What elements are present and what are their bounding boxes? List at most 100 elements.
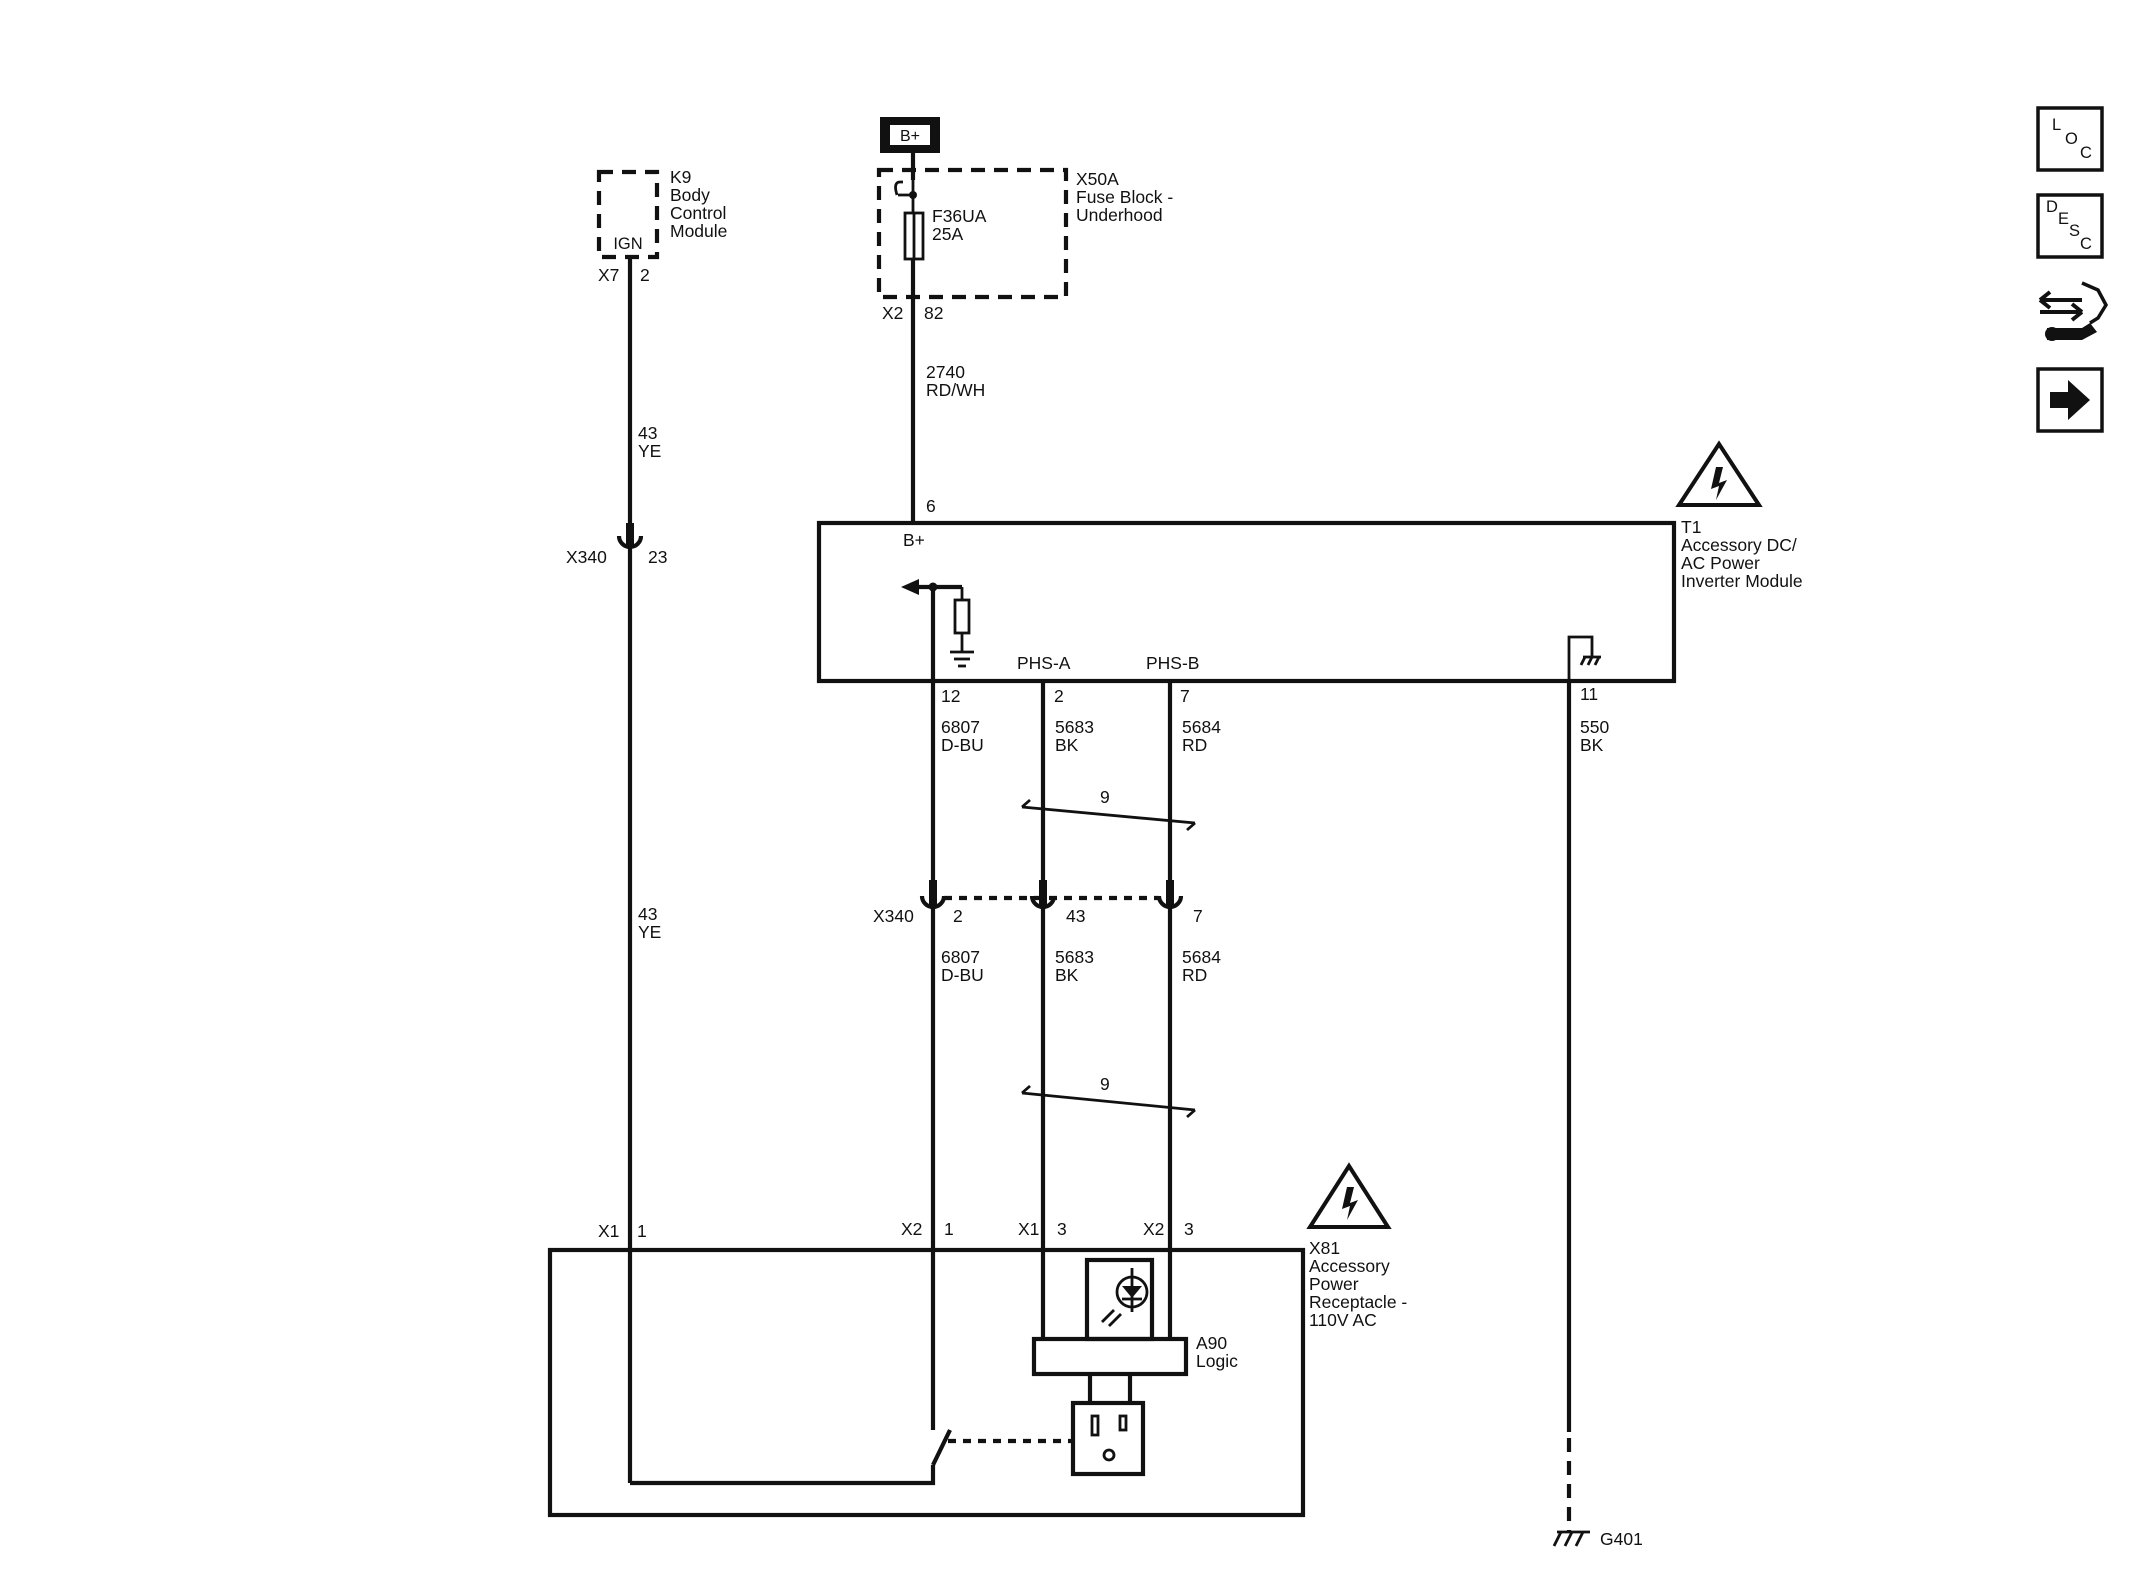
wire-6807-color-lower: D-BU — [941, 965, 984, 985]
inverter-id: T1 — [1681, 517, 1701, 537]
fuse-block-pin: 82 — [924, 303, 943, 323]
location-icon-l2: O — [2065, 130, 2078, 148]
x340-label-lower: X340 — [873, 906, 914, 926]
fuse-block-id: X50A — [1076, 169, 1119, 189]
logic-module-a90 — [1031, 1336, 1189, 1377]
wire-43-color-upper: YE — [638, 441, 661, 461]
location-button[interactable]: L O C — [2036, 106, 2104, 172]
wire-43-circuit-upper: 43 — [638, 423, 657, 443]
receptacle-conn-phs-a: X1 — [1018, 1219, 1039, 1239]
wire-550-color: BK — [1580, 735, 1604, 755]
connector-repair-icon — [2038, 281, 2109, 341]
wire-5684-color-lower: RD — [1182, 965, 1207, 985]
twist-label-upper: 9 — [1100, 787, 1110, 807]
chassis-ground-tick-2 — [1586, 656, 1594, 666]
inverter-t1: 6 B+ PHS-A PHS-B T1 Accessory DC/ AC Pow… — [816, 440, 1803, 706]
inverter-outline — [816, 520, 1677, 684]
description-button[interactable]: D E S C — [2036, 193, 2104, 259]
inverter-name-3: Inverter Module — [1681, 571, 1803, 591]
receptacle-name-2: Power — [1309, 1274, 1359, 1294]
receptacle-conn-ign: X1 — [598, 1221, 619, 1241]
ac-outlet-icon — [1070, 1400, 1146, 1477]
next-button[interactable] — [2036, 367, 2104, 433]
ground-id: G401 — [1600, 1529, 1643, 1549]
inverter-pin-ground: 11 — [1580, 684, 1598, 704]
battery-label: B+ — [900, 128, 920, 145]
description-icon-l1: D — [2046, 198, 2058, 216]
fuse-block-x50a: F36UA 25A X50A Fuse Block - Underhood X2… — [876, 153, 1173, 323]
wire-5683-color-lower: BK — [1055, 965, 1079, 985]
wire-6807-color-upper: D-BU — [941, 735, 984, 755]
resistor — [953, 598, 971, 635]
wire-5684-color-upper: RD — [1182, 735, 1207, 755]
chassis-ground-tick-3 — [1593, 656, 1601, 666]
description-icon-l4: C — [2080, 235, 2092, 253]
twisted-pair-lower — [1021, 1084, 1196, 1119]
wire-5684-circuit-lower: 5684 — [1182, 947, 1221, 967]
receptacle-name-3: Receptacle - — [1309, 1292, 1407, 1312]
wire-5683-color-upper: BK — [1055, 735, 1079, 755]
inverter-pin-phs-b: 7 — [1180, 686, 1190, 706]
fuse-rating: 25A — [932, 224, 963, 244]
logic-id: A90 — [1196, 1333, 1227, 1353]
inverter-phs-b-label: PHS-B — [1146, 653, 1199, 673]
switch-blade — [931, 1429, 952, 1466]
receptacle-x81: X1 1 X2 1 X1 3 X2 3 A90 Logic — [547, 1162, 1407, 1518]
connector-repair-button[interactable] — [2038, 281, 2109, 341]
bcm-k9: IGN K9 Body Control Module X7 2 — [596, 167, 727, 285]
receptacle-id: X81 — [1309, 1238, 1340, 1258]
x340-pin-phs-a: 43 — [1066, 906, 1085, 926]
battery-box-inner — [890, 125, 930, 145]
logic-name: Logic — [1196, 1351, 1238, 1371]
bcm-id: K9 — [670, 167, 691, 187]
twist-label-lower: 9 — [1100, 1074, 1110, 1094]
ign-loop-wire — [630, 1465, 936, 1486]
fuse-block-connector: X2 — [882, 303, 903, 323]
bcm-name-2: Control — [670, 203, 726, 223]
outlet-slot-left — [1090, 1414, 1100, 1437]
battery-source: B+ — [880, 117, 940, 153]
wire-43-color-lower: YE — [638, 922, 661, 942]
inverter-bplus-label: B+ — [903, 530, 925, 550]
inverter-name-2: AC Power — [1681, 553, 1760, 573]
wire-2740-color: RD/WH — [926, 380, 985, 400]
x340-pin-signal: 2 — [953, 906, 963, 926]
description-icon-l2: E — [2058, 210, 2069, 228]
fuse-tap-symbol — [894, 180, 915, 213]
wire-5683-circuit-upper: 5683 — [1055, 717, 1094, 737]
twisted-pair-upper — [1021, 798, 1196, 832]
bcm-pin-label: IGN — [613, 235, 642, 253]
inverter-pin-signal: 12 — [941, 686, 960, 706]
inverter-phs-a-label: PHS-A — [1017, 653, 1071, 673]
x340-pin-phs-b: 7 — [1193, 906, 1203, 926]
wire-5684-circuit-upper: 5684 — [1182, 717, 1221, 737]
receptacle-pin-phs-b: 3 — [1184, 1219, 1194, 1239]
x340-pin-ign: 23 — [648, 547, 667, 567]
receptacle-pin-ign: 1 — [637, 1221, 647, 1241]
receptacle-name-1: Accessory — [1309, 1256, 1390, 1276]
inverter-chassis-ground — [1567, 635, 1594, 681]
chassis-ground-tick-1 — [1579, 656, 1587, 666]
signal-arrow — [901, 579, 919, 595]
x340-label-upper: X340 — [566, 547, 607, 567]
high-voltage-warning-icon — [1675, 440, 1763, 507]
wire-43-circuit-lower: 43 — [638, 904, 657, 924]
arrow-right-icon — [2050, 380, 2090, 420]
inline-connector-x340-row — [919, 880, 1184, 910]
fuse-block-name-2: Underhood — [1076, 205, 1163, 225]
fuse-block-outline — [876, 167, 1069, 300]
receptacle-pin-phs-a: 3 — [1057, 1219, 1067, 1239]
location-icon-l3: C — [2080, 144, 2092, 162]
bcm-name-3: Module — [670, 221, 727, 241]
wire-550-circuit: 550 — [1580, 717, 1609, 737]
receptacle-conn-phs-b: X2 — [1143, 1219, 1164, 1239]
receptacle-outline — [547, 1247, 1306, 1518]
inverter-pin-phs-a: 2 — [1054, 686, 1064, 706]
outlet-ground-hole — [1102, 1448, 1116, 1462]
high-voltage-warning-icon-receptacle — [1306, 1162, 1392, 1229]
wire-6807-circuit-upper: 6807 — [941, 717, 980, 737]
inline-connector-x340-pin23 — [616, 523, 644, 550]
wire-2740-circuit: 2740 — [926, 362, 965, 382]
fuse-id: F36UA — [932, 206, 987, 226]
